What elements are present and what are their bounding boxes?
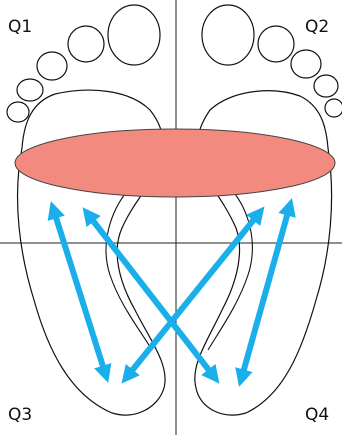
right-third-toe xyxy=(291,50,321,78)
quadrant-label-q1: Q1 xyxy=(8,19,32,36)
left-big-toe xyxy=(108,5,160,65)
quadrant-label-q2: Q2 xyxy=(305,19,329,36)
right-big-toe xyxy=(202,5,254,65)
arrow-right-outer xyxy=(241,205,290,380)
left-little-toe xyxy=(7,102,29,122)
left-third-toe xyxy=(37,52,67,80)
movement-arrows xyxy=(53,205,290,380)
quadrant-label-q4: Q4 xyxy=(305,407,329,424)
left-second-toe xyxy=(68,26,104,62)
arrow-left-outer xyxy=(53,208,106,376)
right-little-toe xyxy=(325,99,342,117)
right-fourth-toe xyxy=(314,75,338,97)
left-fourth-toe xyxy=(17,79,43,101)
forefoot-band-ellipse xyxy=(15,129,335,197)
quadrant-label-q3: Q3 xyxy=(8,407,32,424)
right-second-toe xyxy=(258,26,294,62)
